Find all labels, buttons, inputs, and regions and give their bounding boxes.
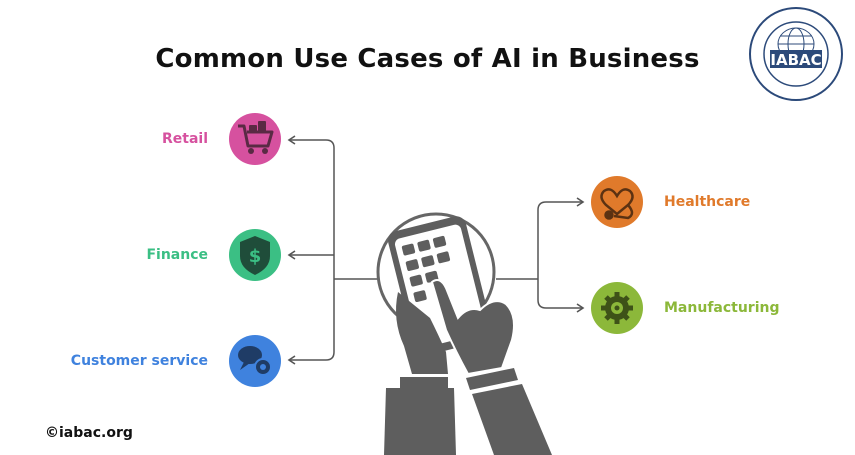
dollar-shield-icon: $ (240, 236, 270, 275)
page-title: Common Use Cases of AI in Business (155, 44, 700, 74)
finance-node: $ (229, 229, 281, 281)
calculator-hand-illustration (376, 212, 552, 455)
customer-service-node (229, 335, 281, 387)
manufacturing-label: Manufacturing (664, 300, 780, 316)
right-connectors (496, 197, 585, 313)
gear-icon (601, 292, 633, 324)
left-connectors (287, 135, 378, 365)
retail-label: Retail (161, 131, 208, 147)
shopping-cart-icon (238, 121, 274, 154)
iabac-logo: IABAC (749, 7, 843, 101)
heart-stethoscope-icon (600, 188, 634, 220)
logo-text: IABAC (770, 51, 821, 69)
footer-credit: ©iabac.org (45, 425, 133, 441)
customer-service-label: Customer service (70, 353, 208, 369)
healthcare-label: Healthcare (664, 194, 751, 210)
healthcare-node (591, 176, 643, 228)
svg-text:$: $ (249, 246, 262, 267)
retail-node (229, 113, 281, 165)
manufacturing-node (591, 282, 643, 334)
chat-gear-icon (238, 346, 272, 376)
finance-label: Finance (146, 247, 208, 263)
